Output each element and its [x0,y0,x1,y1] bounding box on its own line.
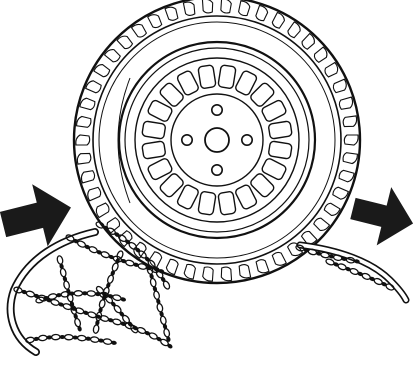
chain-link [100,251,110,259]
chain-link [74,291,83,296]
tread-block [221,0,232,13]
rim-slot [218,65,236,89]
chain-link [63,280,70,289]
chain-link [78,326,82,331]
chain-link [160,316,167,325]
chain-link [60,336,64,339]
chain-link [153,290,160,299]
chain-link [83,292,87,295]
chain-link [77,335,86,341]
chain-link [60,268,67,277]
chain-link [162,280,171,290]
chain-link [87,291,96,297]
chain-link [159,269,164,273]
rim-icon [119,42,315,238]
chain-link [112,318,122,325]
lug-hole [182,135,192,145]
chain-link [73,336,78,339]
chain-link [74,318,81,328]
chain-link [87,311,97,318]
chain-link [125,259,135,266]
arrow-right-icon [346,179,418,252]
chain-link [65,334,74,340]
rim-slot [268,141,292,159]
rim-slot [198,65,216,89]
chain-link [52,334,61,339]
chain-link [112,294,121,301]
lug-hole [242,135,252,145]
rim-slot [142,141,166,159]
chain-link [167,344,172,349]
rim-slot [268,121,292,139]
chain-link [48,293,57,300]
chain-link [156,303,163,312]
rim-slot [198,191,216,215]
chain-link [354,260,359,264]
lug-hole [212,105,222,115]
chain-link [107,274,115,284]
lug-hole [212,165,222,175]
tread-block [344,135,358,145]
chain-link [86,337,91,340]
chain-link [47,336,52,339]
chain-link [121,297,126,301]
chain-link [56,255,63,264]
chain-link [93,324,100,333]
tread-block [202,267,213,281]
chain-link [103,338,112,345]
rim-slot [218,191,236,215]
tread-block [76,135,90,145]
chain-link [90,336,99,342]
chain-link [166,337,170,342]
tread-block [202,0,213,13]
rim-slot [142,121,166,139]
chain-link [38,335,47,341]
chain-link [163,328,170,337]
chain-link [26,290,36,298]
chain-link [150,278,157,287]
chain-link [111,341,116,345]
chain-link [99,299,106,309]
hub-center [205,128,229,152]
